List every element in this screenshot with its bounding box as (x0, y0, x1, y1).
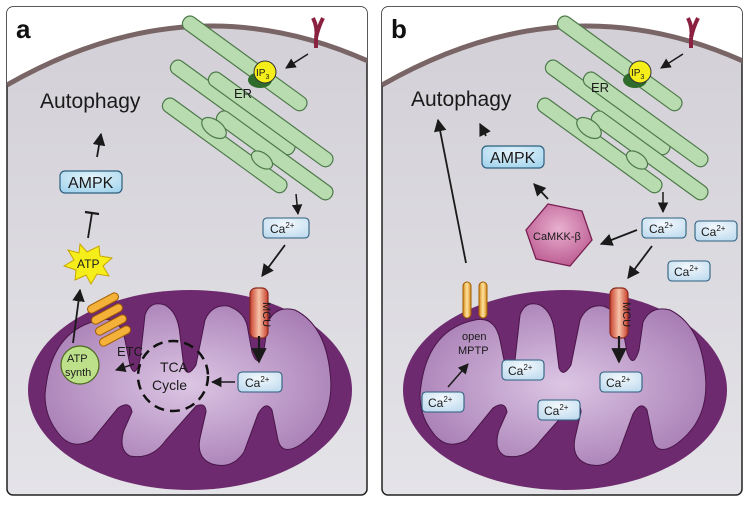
er-tubule-icon (161, 97, 288, 194)
panel-b-arrow-mptp-autophagy (433, 118, 467, 264)
panel-b-camkk-hexagon (525, 203, 593, 267)
panel-a-er (161, 15, 334, 201)
panel-b-mptp-line2: MPTP (458, 345, 489, 357)
panel-a: a ER IP3 Autophagy AMPK (6, 6, 368, 496)
panel-b-arrow-ca-mcu (627, 245, 653, 280)
panel-b-arrow-receptor-ip3 (660, 53, 684, 69)
svg-text:Ca2+: Ca2+ (674, 264, 699, 279)
er-tubule-icon (207, 71, 334, 168)
panel-a-atp-star (62, 242, 114, 285)
panel-b-ampk-box (481, 145, 545, 169)
panel-a-inhibition-atp-ampk (84, 210, 100, 239)
panel-a-mcu-label: MCU (260, 302, 272, 327)
svg-text:Ca2+: Ca2+ (606, 375, 631, 390)
panel-b-camkk-label: CaMKK-β (533, 231, 581, 243)
mptp-channel-icon (462, 281, 488, 319)
ip3-label: IP (256, 68, 266, 79)
panel-a-atp-synth-line1: ATP (67, 353, 88, 365)
svg-text:Ca2+: Ca2+ (649, 221, 674, 236)
panel-a-autophagy-label: Autophagy (40, 90, 141, 113)
ip3-receptor-icon (311, 17, 325, 48)
panel-b-ampk-label: AMPK (490, 150, 536, 167)
panel-a-tca-line2: Cycle (152, 377, 187, 393)
svg-text:Ca2+: Ca2+ (428, 395, 453, 410)
panel-b-mptp-line1: open (462, 331, 486, 343)
panel-a-ampk-label: AMPK (68, 175, 114, 192)
er-tubule-icon (536, 97, 663, 194)
panel-b-mcu-label: MCU (620, 302, 632, 327)
panel-a-tca-line1: TCA (160, 359, 189, 375)
panel-a-ca-matrix (237, 371, 283, 393)
ip3-receptor-icon (686, 17, 700, 48)
er-tubule-icon (582, 71, 709, 168)
panel-a-arrow-tca-etc (115, 362, 135, 372)
svg-text:Ca2+: Ca2+ (508, 363, 533, 378)
panel-a-er-label: ER (234, 86, 252, 101)
ip3-ligand-icon: IP3 (248, 60, 277, 88)
panel-a-ca-cytosol (262, 217, 310, 239)
ip3-ligand-icon: IP3 (623, 60, 652, 88)
panel-b-arrow-camkk-ampk (533, 183, 549, 200)
panel-b-ca-matrix-2 (501, 359, 545, 381)
panel-a-extracellular (7, 7, 367, 85)
panel-b-extracellular (382, 7, 742, 85)
panel-a-arrow-er-ca (291, 193, 303, 216)
panel-b-ca-matrix-3 (537, 399, 581, 421)
tca-cycle-icon (136, 339, 210, 413)
panel-a-etc-label: ETC (117, 344, 143, 359)
panel-b-ca-cytosol-1 (641, 217, 687, 239)
panel-b-arrow-ca-camkk (599, 229, 638, 246)
panel-b-letter: b (391, 14, 407, 44)
panel-b-autophagy-label: Autophagy (411, 88, 512, 111)
svg-text:Ca2+: Ca2+ (245, 375, 270, 390)
svg-text:Ca2+: Ca2+ (701, 224, 726, 239)
panel-a-ampk-box (59, 170, 123, 194)
ip3-label: IP (631, 68, 641, 79)
panel-a-arrow-synth-atp (72, 288, 85, 344)
ip3-subscript: 3 (265, 74, 269, 81)
panel-b-er-label: ER (591, 80, 609, 95)
panel-a-atp-label: ATP (77, 257, 99, 271)
panel-a-arrow-ca-mcu (261, 244, 286, 278)
panel-b-er (536, 15, 709, 201)
panel-a-atp-synth-line2: synth (65, 367, 91, 379)
panel-b-ca-cytosol-2 (694, 220, 738, 242)
er-tubule-icon (181, 15, 308, 112)
panel-a-arrow-ampk-autophagy (92, 132, 106, 158)
panel-b-arrow-ampk-autophagy (479, 122, 491, 137)
mitochondrion-icon (403, 290, 727, 490)
svg-text:Ca2+: Ca2+ (270, 221, 295, 236)
panel-b-ca-cytosol-3 (667, 260, 711, 282)
er-tubule-icon (556, 15, 683, 112)
mcu-channel-icon: MCU (249, 287, 272, 339)
panel-b-arrow-ca-mptp (447, 363, 469, 388)
ip3-subscript: 3 (640, 74, 644, 81)
panel-b: b ER IP3 Autophagy AMPK CaMKK-β (381, 6, 743, 496)
panel-a-letter: a (16, 14, 31, 44)
svg-text:IP3: IP3 (256, 68, 269, 81)
svg-text:Ca2+: Ca2+ (544, 403, 569, 418)
panel-a-arrow-receptor-ip3 (285, 53, 309, 69)
panel-b-ca-matrix-1 (599, 371, 643, 393)
svg-text:IP3: IP3 (631, 68, 644, 81)
panel-b-ca-matrix-4 (421, 391, 465, 413)
atp-synthase-icon (60, 292, 131, 385)
